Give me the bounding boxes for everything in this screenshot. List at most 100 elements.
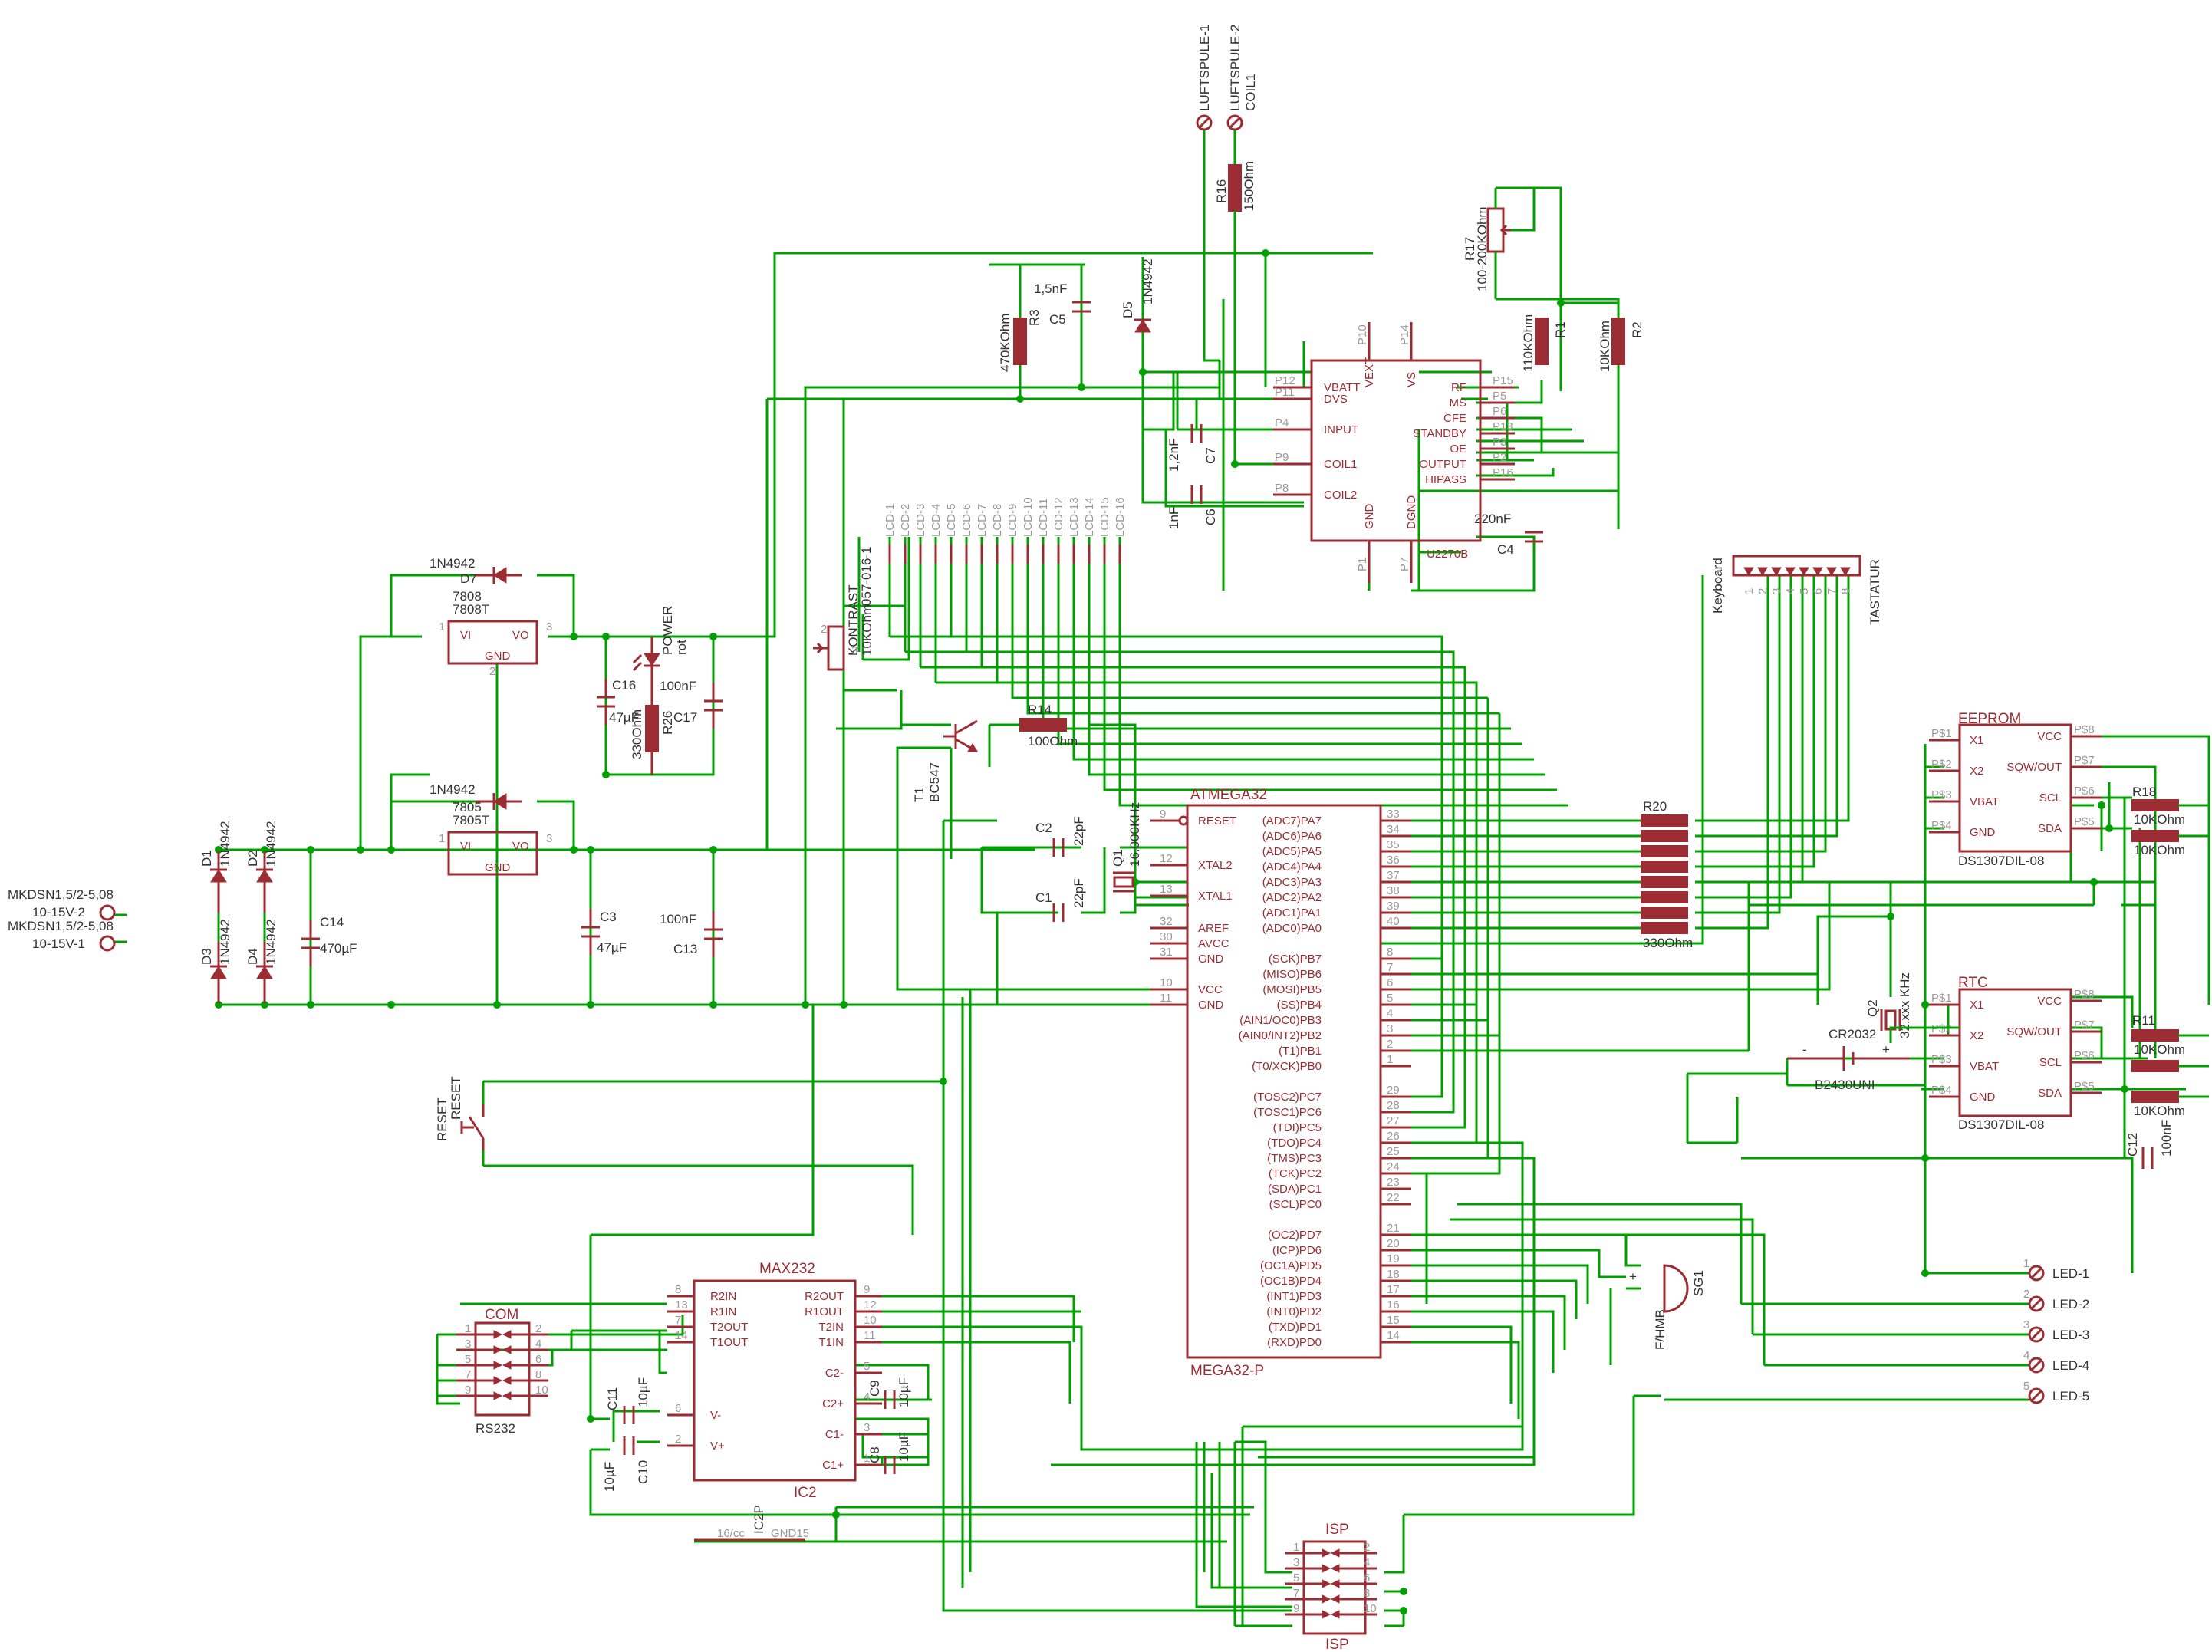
atmega-pin-label: (T1)PB1 xyxy=(1279,1045,1322,1058)
capacitor-c11: C11 10µF xyxy=(605,1377,650,1424)
svg-text:D1: D1 xyxy=(199,850,214,867)
svg-text:2: 2 xyxy=(821,623,827,636)
wires xyxy=(107,146,2210,1627)
svg-text:RESET: RESET xyxy=(449,1076,463,1120)
svg-text:ISP: ISP xyxy=(1325,1522,1349,1538)
isp-pins-pin-arrow xyxy=(1330,1610,1340,1619)
u2270b-pin-number: P10 xyxy=(1356,324,1369,345)
atmega-pin-label: (TDI)PC5 xyxy=(1273,1121,1322,1134)
svg-text:DS1307DIL-08: DS1307DIL-08 xyxy=(1958,854,2044,868)
led-terminal-number: 3 xyxy=(2023,1318,2029,1331)
atmega-pin-number: 17 xyxy=(1387,1283,1400,1296)
atmega-pin-number: 3 xyxy=(1387,1022,1393,1035)
rtc-pins-pin-number: P$1 xyxy=(1931,992,1952,1005)
atmega-pin-label: (T0/XCK)PB0 xyxy=(1252,1060,1322,1073)
svg-text:KONTRAST: KONTRAST xyxy=(846,584,861,656)
rtc-pins-pin-label: GND xyxy=(1970,1091,1996,1104)
atmega-pin-number: 30 xyxy=(1160,930,1173,943)
led-terminal-mark xyxy=(2029,1358,2043,1372)
atmega-pin-number: 20 xyxy=(1387,1237,1400,1250)
ic-rtc: RTC DS1307DIL-08 X1P$1X2P$2VBATP$3GNDP$4… xyxy=(1929,975,2102,1132)
com-pins-pin-arrow xyxy=(493,1345,503,1354)
max232-pin-number: 2 xyxy=(675,1433,681,1446)
resistor-r16: R16 150Ohm xyxy=(1214,161,1256,212)
svg-text:100nF: 100nF xyxy=(660,679,696,693)
atmega-pin-label: (TOSC2)PC7 xyxy=(1253,1091,1322,1104)
com-pins-pin-arrow xyxy=(502,1345,512,1354)
u2270b-pin-label: INPUT xyxy=(1324,423,1358,436)
svg-text:47µF: 47µF xyxy=(597,940,627,955)
svg-text:VO: VO xyxy=(512,629,529,642)
lcd-pin-label: LCD-3 xyxy=(914,504,927,537)
capacitor-c6: 1nF C6 xyxy=(1167,485,1218,529)
atmega-pin-number: 16 xyxy=(1387,1298,1400,1311)
atmega-pin-number: 26 xyxy=(1387,1130,1400,1143)
isp-pins-pin-arrow xyxy=(1330,1548,1340,1558)
u2270b-pin-label: COIL2 xyxy=(1324,489,1357,502)
keyboard-pin-5 xyxy=(1799,567,1809,576)
svg-text:10µF: 10µF xyxy=(897,1377,911,1407)
coil-connectors: LUFTSPULE-1 LUFTSPULE-2 COIL1 xyxy=(1196,25,1258,362)
power-terminals: MKDSN1,5/2-5,08 10-15V-2 MKDSN1,5/2-5,08… xyxy=(8,887,116,952)
keyboard-pin-number: 6 xyxy=(1812,588,1825,594)
capacitor-c4: 220nF C4 xyxy=(1474,512,1543,557)
capacitor-c16: C16 47µF xyxy=(597,678,639,725)
svg-text:1: 1 xyxy=(439,620,445,633)
svg-text:100-200KOhm: 100-200KOhm xyxy=(1475,206,1489,291)
atmega-pin-label: (MISO)PB6 xyxy=(1262,968,1322,981)
rtc-pins-pin-number: P$6 xyxy=(2074,1049,2095,1062)
led-terminal-number: 1 xyxy=(2023,1257,2029,1270)
max232-pin-number: 6 xyxy=(675,1402,681,1415)
capacitor-c10: 10µF C10 xyxy=(602,1436,650,1492)
atmega-pin-label: (TDO)PC4 xyxy=(1267,1137,1322,1150)
svg-text:220nF: 220nF xyxy=(1474,512,1511,526)
u2270b-pin-label: GND xyxy=(1363,504,1376,530)
led-terminal-label: LED-4 xyxy=(2052,1358,2089,1373)
eeprom-pins-pin-label: SQW/OUT xyxy=(2006,761,2062,774)
svg-text:47µF: 47µF xyxy=(609,710,639,725)
rtc-pins-pin-number: P$8 xyxy=(2074,988,2095,1001)
u2270b-pin-number: P14 xyxy=(1398,324,1411,345)
r20-resistor-bar xyxy=(1641,830,1688,842)
terminal-10-15v-2[interactable] xyxy=(99,904,116,921)
r20-resistor-bar xyxy=(1641,907,1688,919)
com-pins-pin-number: 5 xyxy=(465,1353,471,1366)
atmega-pin-label: (RXD)PD0 xyxy=(1267,1336,1322,1349)
max232-pin-label: V- xyxy=(710,1409,721,1422)
lcd-pin-label: LCD-1 xyxy=(884,504,897,537)
atmega-pin-label: (ADC0)PA0 xyxy=(1262,922,1322,935)
isp-pins-pin-arrow xyxy=(1322,1594,1331,1604)
rtc-pins-pin-label: SDA xyxy=(2038,1087,2062,1100)
keyboard-pin-number: 1 xyxy=(1743,588,1756,594)
svg-text:BC547: BC547 xyxy=(927,762,942,802)
atmega-pin-number: 34 xyxy=(1387,823,1400,836)
svg-text:VI: VI xyxy=(460,840,471,853)
atmega-pin-number: 15 xyxy=(1387,1314,1400,1327)
svg-text:R2: R2 xyxy=(1630,321,1644,338)
max232-pin-number: 13 xyxy=(675,1298,688,1311)
svg-text:10KOhm: 10KOhm xyxy=(2134,1104,2185,1118)
atmega-pin-label: AVCC xyxy=(1198,937,1229,950)
atmega-pin-label: AREF xyxy=(1198,922,1229,935)
com-pins-pin-number: 10 xyxy=(535,1384,548,1397)
svg-text:rot: rot xyxy=(674,640,689,655)
atmega-pin-label: (OC2)PD7 xyxy=(1268,1229,1322,1242)
atmega-pin-number: 1 xyxy=(1387,1053,1393,1066)
atmega-pin-label: (ADC7)PA7 xyxy=(1262,814,1322,828)
junctions xyxy=(215,249,2128,1614)
svg-text:32.xxx KHz: 32.xxx KHz xyxy=(1898,972,1912,1038)
max232-pin-label: T1OUT xyxy=(710,1336,748,1349)
svg-text:R17: R17 xyxy=(1463,237,1477,261)
diode-d1: D1 1N4942 xyxy=(199,821,232,913)
terminal-10-15v-1[interactable] xyxy=(99,935,116,952)
rtc-pins-pin-label: SCL xyxy=(2039,1056,2062,1069)
r20-resistor-bar xyxy=(1641,845,1688,857)
atmega-pin-label: (OC1B)PD4 xyxy=(1260,1275,1322,1288)
svg-text:IC2: IC2 xyxy=(794,1485,817,1501)
svg-text:CR2032: CR2032 xyxy=(1829,1027,1876,1042)
lcd-pin-label: LCD-5 xyxy=(945,504,958,537)
isp-pins-pin-number: 10 xyxy=(1364,1602,1377,1615)
svg-text:C2: C2 xyxy=(1035,821,1052,835)
isp-pins-pin-arrow xyxy=(1322,1579,1331,1588)
